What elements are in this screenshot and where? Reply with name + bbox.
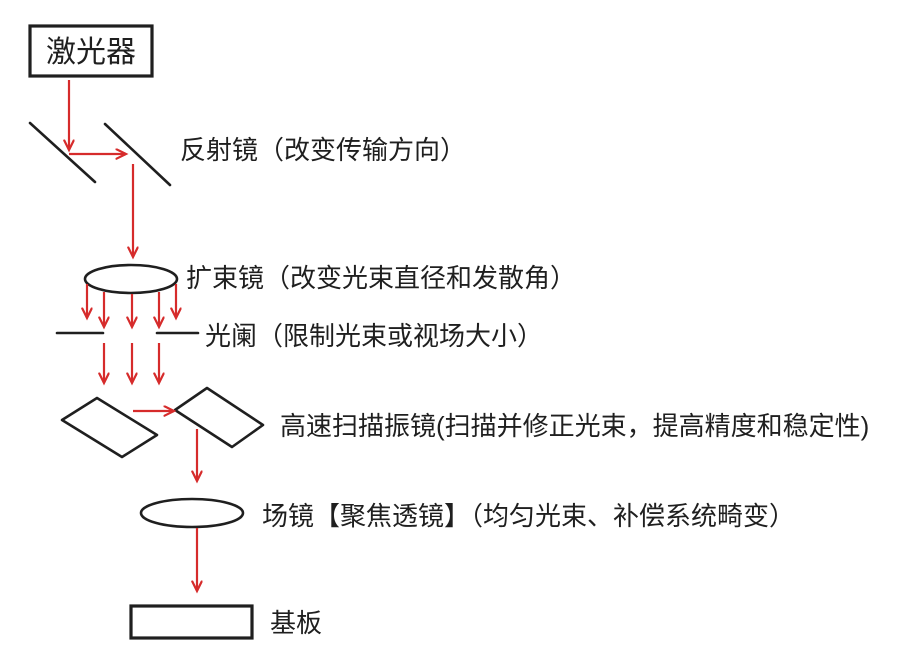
substrate-box bbox=[129, 604, 254, 640]
laser-box bbox=[28, 24, 154, 78]
beam-expander-label: 扩束镜（改变光束直径和发散角） bbox=[186, 263, 576, 293]
field-lens-label: 场镜【聚焦透镜】（均匀光束、补偿系统畸变） bbox=[262, 501, 795, 531]
reflector-label: 反射镜（改变传输方向） bbox=[180, 135, 466, 165]
laser-label: 激光器 bbox=[46, 36, 136, 69]
field-lens bbox=[139, 497, 245, 529]
reflector-mirror-left bbox=[28, 121, 97, 184]
aperture-label: 光阑（限制光束或视场大小） bbox=[205, 321, 543, 351]
galvo-mirror-left bbox=[60, 396, 159, 459]
beam-expander-lens bbox=[83, 263, 179, 295]
substrate-label: 基板 bbox=[270, 608, 322, 638]
reflector-mirror-right bbox=[103, 122, 172, 187]
galvo-mirror-right bbox=[173, 386, 265, 449]
galvo-label: 高速扫描振镜(扫描并修正光束，提高精度和稳定性) bbox=[280, 411, 869, 441]
